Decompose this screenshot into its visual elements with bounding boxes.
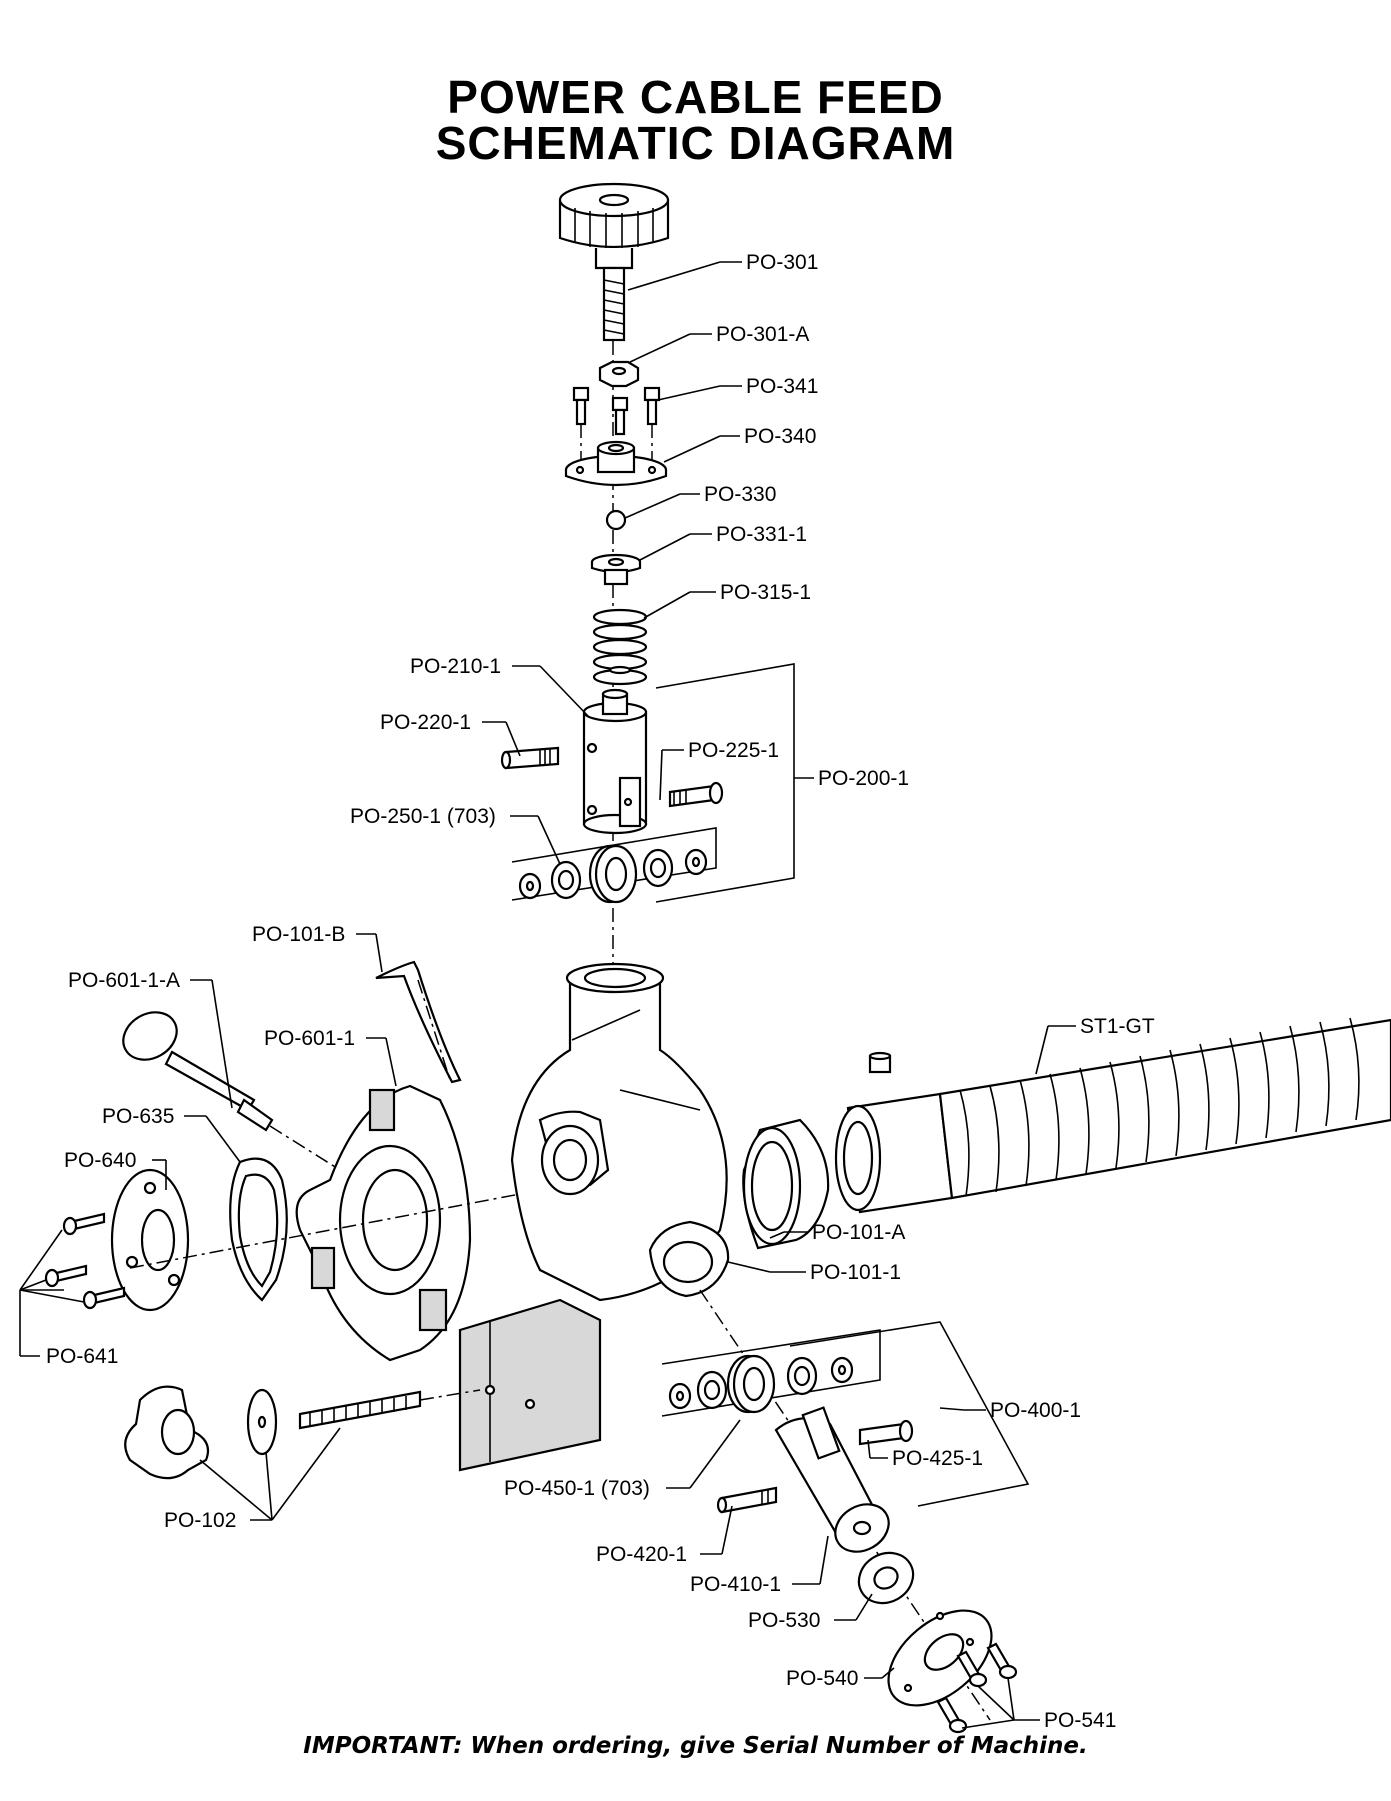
bearing-set-part-po-250-1: [511, 827, 717, 904]
cable-connector: [834, 1051, 954, 1214]
label-po-450-1: PO-450-1 (703): [504, 1477, 650, 1500]
label-po-330: PO-330: [704, 483, 776, 506]
label-po-225-1: PO-225-1: [688, 739, 779, 762]
leader-lines: [19, 261, 1076, 1729]
block-part-po-410-1: [774, 1406, 890, 1553]
label-po-601-1: PO-601-1: [264, 1027, 355, 1050]
diagram-title-line1: POWER CABLE FEED: [447, 71, 944, 123]
group-bracket-po-200-1: [655, 663, 795, 903]
housing-part-po-601-1: [295, 1084, 472, 1362]
label-po-420-1: PO-420-1: [596, 1543, 687, 1566]
bearing-set-part-po-450-1: [661, 1329, 881, 1417]
label-po-635: PO-635: [102, 1105, 174, 1128]
pin-part-po-225-1: [668, 781, 724, 808]
block-part-po-210-1: [582, 688, 648, 835]
nut-part-po-301-a: [598, 360, 640, 388]
label-po-315-1: PO-315-1: [720, 581, 811, 604]
label-po-101-1: PO-101-1: [810, 1261, 901, 1284]
ball-part-po-330: [605, 509, 627, 531]
screws-part-po-341: [572, 386, 661, 466]
label-po-331-1: PO-331-1: [716, 523, 807, 546]
screws-part-po-641: [44, 1212, 126, 1310]
diagram-title-line2: SCHEMATIC DIAGRAM: [435, 117, 956, 169]
label-po-410-1: PO-410-1: [690, 1573, 781, 1596]
label-po-640: PO-640: [64, 1149, 136, 1172]
label-po-220-1: PO-220-1: [380, 711, 471, 734]
screws-part-po-541: [936, 1642, 1018, 1734]
main-body-part-po-101-1: [458, 962, 730, 1472]
ring-part-po-101-a: [742, 1118, 830, 1250]
label-po-101-b: PO-101-B: [252, 923, 345, 946]
lever-part-po-601-1-a: [122, 1011, 341, 1171]
group-bracket-po-400-1: [789, 1321, 1030, 1507]
washer-part-po-530: [857, 1551, 915, 1605]
clip-part-po-101-b: [375, 960, 462, 1084]
plate-part-po-540: [887, 1609, 993, 1707]
pin-part-po-425-1: [858, 1419, 914, 1446]
part-labels: PO-301 PO-301-A PO-341 PO-340 PO-330 PO-…: [46, 251, 1155, 1732]
label-po-301: PO-301: [746, 251, 818, 274]
center-axis-left: [129, 1193, 521, 1269]
label-po-101-a: PO-101-A: [812, 1221, 905, 1244]
flange-part-po-640: [110, 1168, 190, 1312]
label-po-301-a: PO-301-A: [716, 323, 809, 346]
label-po-210-1: PO-210-1: [410, 655, 501, 678]
label-po-541: PO-541: [1044, 1709, 1116, 1732]
label-po-400-1: PO-400-1: [990, 1399, 1081, 1422]
gasket-part-po-635: [229, 1157, 288, 1302]
spring-part-po-315-1: [592, 608, 648, 686]
label-po-641: PO-641: [46, 1345, 118, 1368]
washer-part-po-331-1: [590, 553, 642, 586]
label-po-340: PO-340: [744, 425, 816, 448]
label-po-530: PO-530: [748, 1609, 820, 1632]
screw-part-po-220-1: [500, 746, 560, 770]
cable-part-st1-gt: [938, 1017, 1391, 1200]
ordering-note: IMPORTANT: When ordering, give Serial Nu…: [303, 1733, 1088, 1759]
label-po-425-1: PO-425-1: [892, 1447, 983, 1470]
knob-part-po-301: [558, 182, 670, 342]
screw-part-po-420-1: [716, 1486, 778, 1514]
label-po-250-1: PO-250-1 (703): [350, 805, 496, 828]
label-po-200-1: PO-200-1: [818, 767, 909, 790]
label-po-601-1-a: PO-601-1-A: [68, 969, 180, 992]
label-po-102: PO-102: [164, 1509, 236, 1532]
label-po-341: PO-341: [746, 375, 818, 398]
plate-part-po-340: [564, 440, 668, 487]
knob-part-po-102: [124, 1385, 481, 1480]
label-po-540: PO-540: [786, 1667, 858, 1690]
label-st1-gt: ST1-GT: [1080, 1015, 1155, 1038]
